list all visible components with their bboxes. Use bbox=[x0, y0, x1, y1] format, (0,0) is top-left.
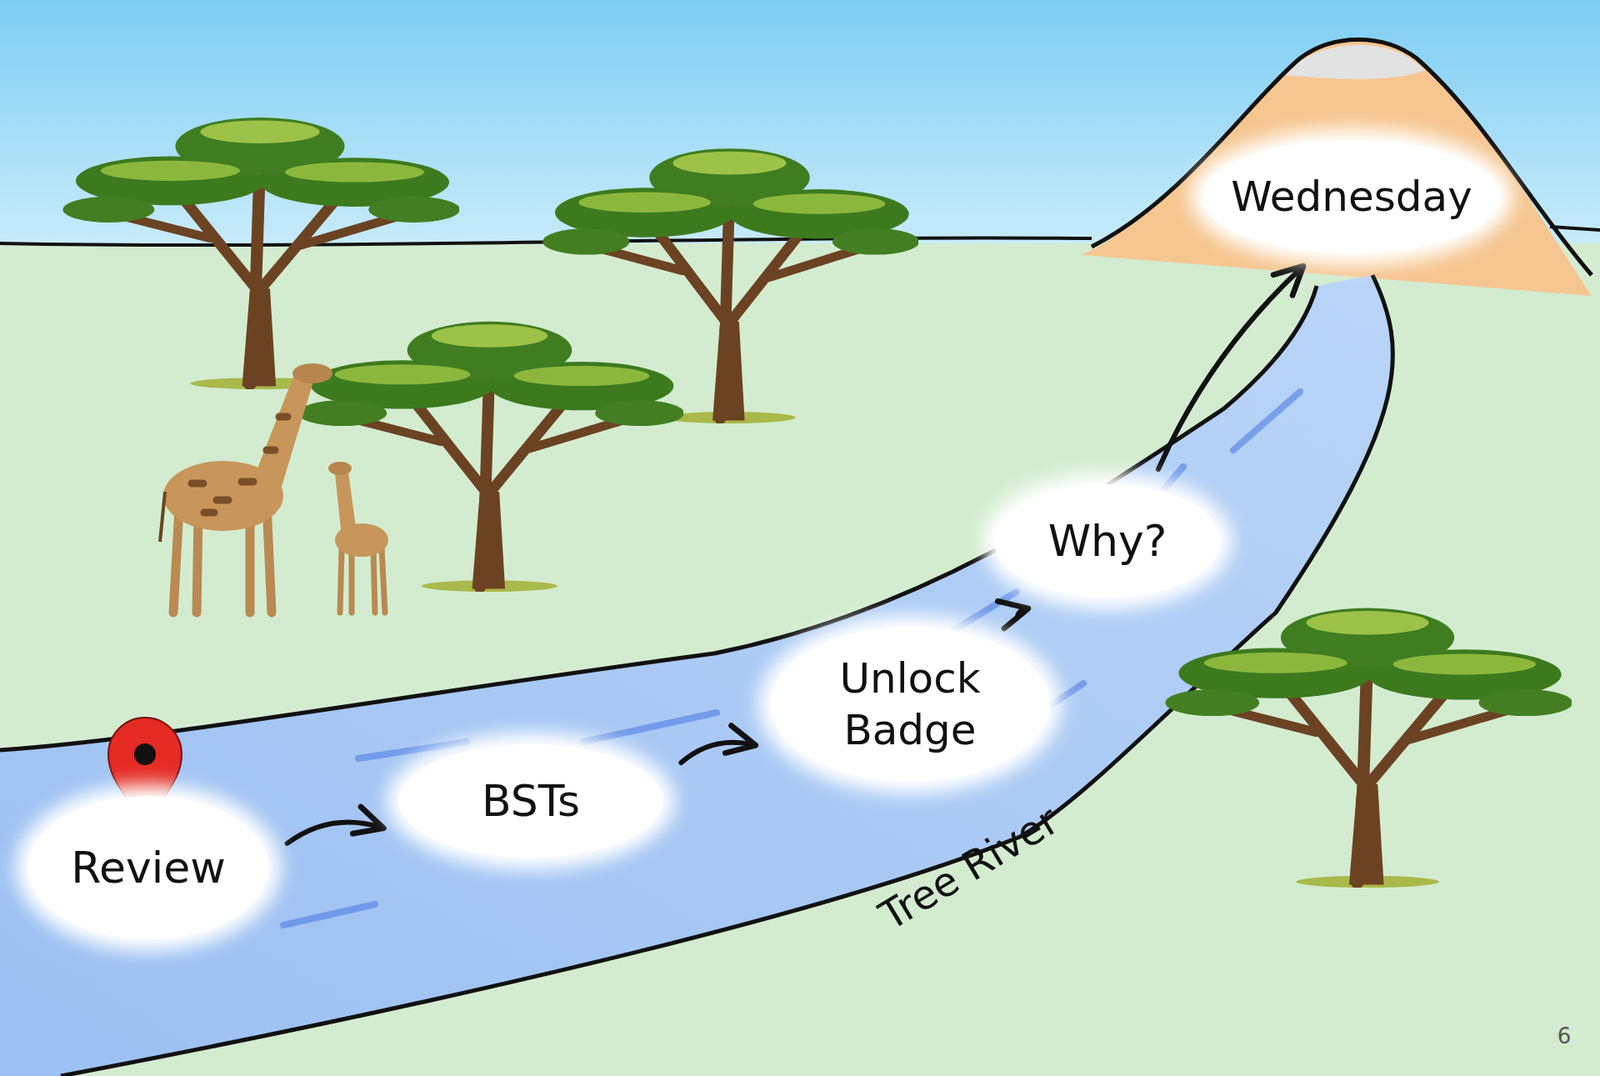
cloud-bubble: BSTs bbox=[398, 744, 664, 858]
giraffe-legs bbox=[340, 548, 385, 613]
flow-arrow bbox=[1017, 609, 1025, 615]
mountain bbox=[1081, 40, 1592, 297]
acacia-tree bbox=[1165, 608, 1573, 888]
river-ripple bbox=[283, 391, 1300, 925]
flow-arrow bbox=[680, 742, 752, 763]
river-name: Tree River bbox=[871, 795, 1067, 939]
giraffe-neck bbox=[250, 376, 314, 492]
cloud-bubble: Unlock Badge bbox=[770, 626, 1050, 782]
baby-giraffe bbox=[328, 461, 389, 613]
node-text: BSTs bbox=[481, 774, 580, 829]
node-text: Why? bbox=[1048, 514, 1168, 569]
cloud-bubble: Review bbox=[27, 795, 270, 940]
node-text: Unlock Badge bbox=[818, 652, 1002, 757]
acacia-tree bbox=[62, 117, 460, 390]
mountain-outline bbox=[1091, 40, 1592, 276]
map-pin-dot bbox=[134, 743, 156, 765]
flow-arrow bbox=[1158, 268, 1301, 470]
giraffe-tail bbox=[160, 491, 165, 542]
acacia-tree bbox=[297, 321, 685, 592]
giraffe-neck bbox=[335, 471, 357, 538]
giraffe-head bbox=[292, 363, 333, 384]
giraffe bbox=[160, 363, 333, 613]
node-text: Review bbox=[70, 840, 226, 895]
giraffe-head bbox=[328, 461, 352, 475]
cloud-bubble: Why? bbox=[994, 484, 1221, 598]
river-bank bbox=[0, 285, 1317, 750]
node-text: Wednesday bbox=[1230, 170, 1472, 224]
flow-arrow bbox=[287, 822, 381, 844]
grass bbox=[0, 243, 1600, 1076]
page-number: 6 bbox=[1557, 1023, 1572, 1049]
giraffe-spots bbox=[191, 416, 288, 513]
mountain-summit-label: Wednesday bbox=[1201, 140, 1501, 254]
